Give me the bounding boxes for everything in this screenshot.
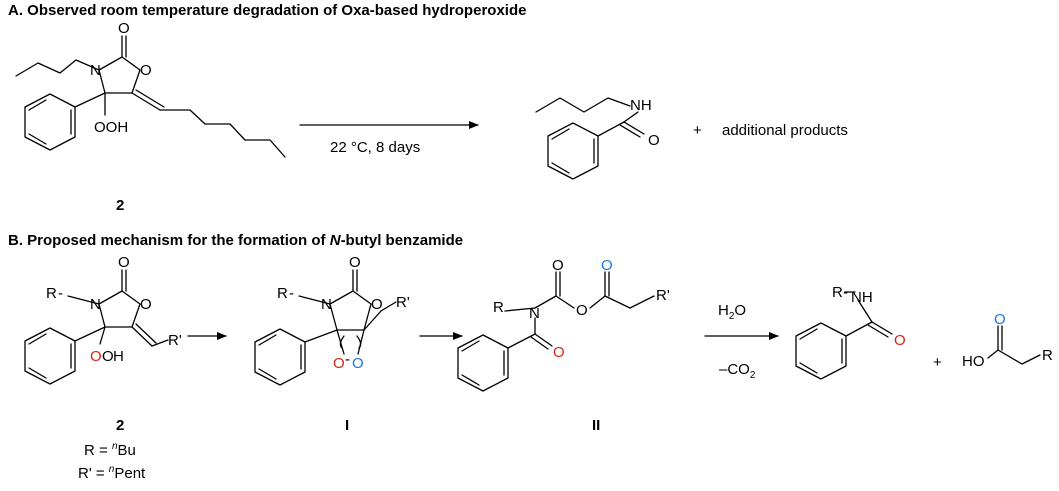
svg-text:R': R'	[396, 294, 410, 311]
svg-text:N: N	[90, 296, 101, 313]
svg-text:R: R	[277, 285, 288, 302]
svg-text:-: -	[58, 285, 63, 302]
plus-sign-a: +	[693, 122, 702, 139]
acyl-oxygen-blue: O	[601, 257, 613, 274]
peroxide-oxygen-red: O	[90, 348, 102, 365]
rprime-definition: R' = nPent	[78, 464, 146, 482]
svg-text:O: O	[648, 132, 660, 149]
svg-text:O: O	[102, 348, 114, 365]
n-butylbenzamide-structure-a: NH O	[535, 97, 660, 180]
additional-products-label: additional products	[722, 122, 848, 139]
intermediate-II-structure: R N O O O O R'	[457, 257, 670, 392]
svg-text:O: O	[118, 254, 130, 271]
section-b-heading: B. Proposed mechanism for the formation …	[8, 232, 463, 249]
intermediate-I-structure: O N O R - O - O R'	[254, 254, 410, 386]
svg-text:O: O	[118, 20, 130, 37]
r-definition: R = nBu	[84, 441, 136, 459]
svg-text:R': R'	[656, 287, 670, 304]
intermediate-I-label: I	[345, 417, 350, 434]
compound-2-label-b: 2	[116, 417, 125, 434]
svg-text:NH: NH	[630, 97, 652, 114]
carboxylic-acid-structure: HO O R	[962, 311, 1053, 370]
svg-text:NH: NH	[851, 289, 873, 306]
section-b-prefix: B.	[8, 232, 28, 249]
svg-text:O: O	[576, 302, 588, 319]
reaction-conditions: 22 °C, 8 days	[330, 139, 421, 156]
water-reagent: H2O	[718, 302, 747, 322]
compound-2-label-a: 2	[116, 197, 125, 214]
section-b-title-after: -butyl benzamide	[340, 232, 464, 249]
svg-text:-: -	[843, 284, 848, 301]
svg-text:-: -	[289, 285, 294, 302]
svg-text:R: R	[832, 284, 843, 301]
acid-oxygen-blue: O	[994, 311, 1006, 328]
section-b-title-italic: N	[329, 232, 341, 249]
intermediate-II-label: II	[592, 417, 601, 434]
dioxetane-oxygen-blue: O	[352, 355, 364, 372]
svg-text:N: N	[321, 296, 332, 313]
svg-text:O: O	[140, 296, 152, 313]
compound-2-structure-a: O N O OOH	[15, 20, 286, 158]
svg-text:OOH: OOH	[94, 119, 128, 136]
section-a-prefix: A.	[8, 2, 28, 19]
svg-text:-: -	[345, 351, 350, 368]
dioxetane-oxygen-red: O	[333, 355, 345, 372]
section-b-title-before: Proposed mechanism for the formation of	[27, 232, 330, 249]
svg-text:N: N	[529, 305, 540, 322]
section-a-title: Observed room temperature degradation of…	[27, 2, 527, 19]
amide-oxygen-red: O	[553, 344, 565, 361]
svg-text:R: R	[493, 299, 504, 316]
co2-loss: –CO2	[719, 361, 756, 381]
svg-text:O: O	[552, 257, 564, 274]
svg-text:R: R	[46, 285, 57, 302]
benzamide-product-structure-b: R - NH O	[795, 284, 906, 380]
svg-text:R': R'	[168, 332, 182, 349]
plus-sign-b: +	[933, 354, 942, 371]
svg-text:H: H	[113, 348, 124, 365]
svg-text:HO: HO	[962, 353, 985, 370]
product-amide-oxygen-red: O	[894, 332, 906, 349]
svg-text:N: N	[90, 62, 101, 79]
svg-text:O: O	[371, 296, 383, 313]
compound-2-structure-b: O N O R - O O H R'	[24, 254, 182, 385]
svg-text:O: O	[140, 62, 152, 79]
svg-text:O: O	[349, 254, 361, 271]
section-a-heading: A. Observed room temperature degradation…	[8, 2, 526, 19]
svg-text:R: R	[1042, 347, 1053, 364]
